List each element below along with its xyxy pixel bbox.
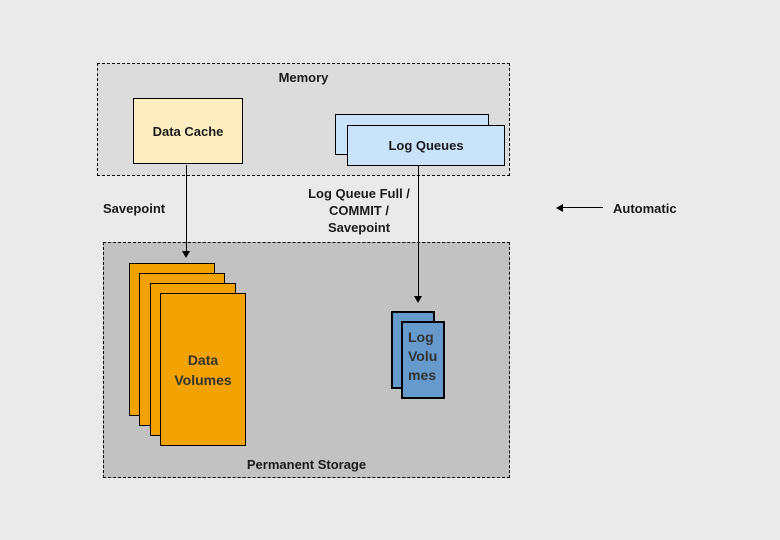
log-flush-annotation: Log Queue Full / COMMIT / Savepoint xyxy=(308,186,410,235)
data-cache-label: Data Cache xyxy=(152,123,224,139)
savepoint-annotation: Savepoint xyxy=(103,201,166,216)
log-volumes-front-box: Log Volumes xyxy=(401,321,445,399)
memory-region-title: Memory xyxy=(278,70,329,85)
permanent-storage-title: Permanent Storage xyxy=(246,457,367,472)
log-flush-arrowhead-icon xyxy=(414,296,422,303)
data-volumes-front-box: Data Volumes xyxy=(160,293,246,446)
log-queues-label: Log Queues xyxy=(388,138,464,153)
savepoint-arrowhead-icon xyxy=(182,251,190,258)
log-queues-front-box: Log Queues xyxy=(347,125,505,166)
legend-arrow-line xyxy=(562,207,603,208)
legend-arrowhead-icon xyxy=(556,204,563,212)
data-volumes-label: Data Volumes xyxy=(174,351,232,388)
savepoint-arrow-line xyxy=(186,165,187,252)
log-volumes-label: Log Volumes xyxy=(408,329,438,383)
legend-label: Automatic xyxy=(613,201,677,216)
log-flush-arrow-line xyxy=(418,166,419,297)
data-cache-box: Data Cache xyxy=(133,98,243,164)
